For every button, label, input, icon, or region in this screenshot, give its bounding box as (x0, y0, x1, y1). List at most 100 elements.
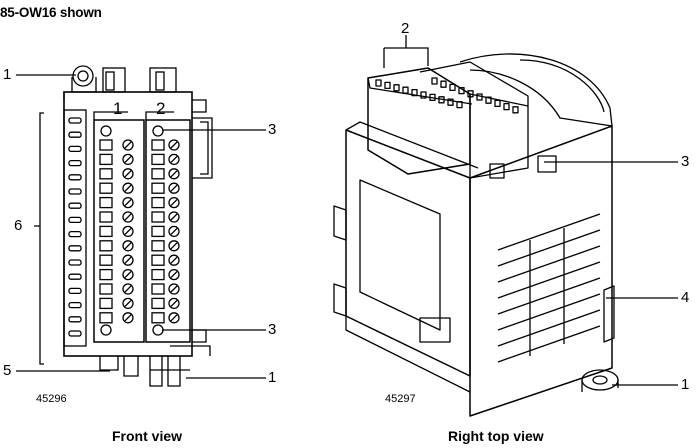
terminal-group-label-1: 1 (113, 99, 123, 118)
screw-slot (124, 271, 132, 279)
terminal-clamp (99, 254, 113, 266)
front-callout-1-bottom: 1 (268, 369, 277, 386)
terminal-screw (122, 182, 134, 194)
right-figure-number: 45297 (385, 393, 416, 405)
screw-slot (124, 314, 132, 322)
terminal-clamp (99, 211, 113, 223)
screw-slot (170, 242, 178, 250)
terminal-screw (168, 211, 180, 223)
terminal-screw (168, 268, 180, 281)
terminal-tooth (384, 81, 391, 90)
terminal-tooth (456, 100, 463, 109)
terminal-clamp (151, 240, 165, 252)
terminal-tooth (375, 79, 382, 87)
terminal-tooth (411, 88, 418, 97)
terminal-tooth (458, 86, 465, 95)
terminal-screw (168, 196, 180, 209)
screw-slot (124, 256, 132, 264)
terminal-screw (168, 254, 180, 266)
rail-slot (68, 259, 82, 266)
terminal-clamp (151, 268, 165, 281)
right-callout-1: 1 (681, 376, 690, 393)
rail-slot (68, 216, 82, 224)
rail-slot (68, 273, 82, 280)
terminal-screw (122, 240, 134, 252)
screw-slot (170, 285, 178, 293)
terminal-clamp (151, 297, 165, 310)
screw-slot (170, 155, 178, 163)
terminal-clamp (99, 153, 113, 166)
terminal-screw (168, 168, 180, 180)
rail-slot (68, 145, 82, 153)
terminal-clamp (99, 225, 113, 238)
terminal-clamp (99, 297, 113, 310)
terminal-clamp (99, 182, 113, 194)
terminal-clamp (151, 225, 165, 238)
page-heading: 85-OW16 shown (0, 5, 102, 20)
terminal-screw (122, 196, 134, 209)
terminal-clamp (151, 139, 165, 151)
screw-slot (170, 314, 178, 322)
screw-slot (170, 271, 178, 279)
terminal-screw (122, 297, 134, 310)
screw-slot (124, 285, 132, 293)
terminal-clamp (99, 268, 113, 281)
rail-slot (68, 117, 82, 124)
front-callout-5: 5 (3, 362, 12, 379)
rail-slot (68, 330, 82, 337)
screw-slot (124, 170, 132, 178)
terminal-tooth (420, 91, 427, 99)
screw-slot (124, 299, 132, 307)
terminal-screw (122, 268, 134, 281)
rail-slot (68, 202, 82, 209)
terminal-tooth (431, 77, 438, 85)
front-view-drawing (63, 65, 213, 387)
terminal-clamp (151, 312, 165, 324)
terminal-clamp (151, 182, 165, 194)
screw-slot (124, 184, 132, 192)
front-callout-6: 6 (14, 217, 23, 234)
terminal-tooth (512, 106, 519, 114)
corner-screw (152, 125, 164, 137)
front-callout-1-top: 1 (3, 66, 12, 83)
corner-screw (100, 125, 112, 137)
front-view-caption: Front view (112, 428, 183, 444)
right-callout-4: 4 (681, 289, 690, 306)
terminal-clamp (99, 240, 113, 252)
right-top-view-caption: Right top view (448, 428, 544, 444)
terminal-clamp (99, 139, 113, 151)
terminal-screw (168, 225, 180, 238)
front-callout-3-bottom: 3 (268, 321, 277, 338)
terminal-tooth (485, 96, 492, 104)
terminal-screw (122, 211, 134, 223)
screw-slot (124, 227, 132, 235)
terminal-screw (122, 153, 134, 166)
terminal-tooth (393, 84, 400, 92)
terminal-screw (168, 153, 180, 166)
terminal-clamp (99, 283, 113, 295)
terminal-clamp (99, 196, 113, 209)
front-figure-number: 45296 (36, 393, 67, 405)
terminal-tooth (503, 102, 510, 111)
terminal-clamp (99, 312, 113, 324)
screw-slot (170, 141, 178, 149)
corner-screw (152, 324, 164, 336)
terminal-screw (168, 240, 180, 252)
right-top-view-drawing (333, 53, 619, 417)
rail-slot (68, 174, 82, 181)
screw-slot (124, 155, 132, 163)
screw-slot (170, 184, 178, 192)
rail-slot (68, 316, 82, 323)
corner-screw (100, 324, 112, 336)
terminal-group-label-2: 2 (156, 99, 166, 118)
terminal-clamp (151, 196, 165, 209)
terminal-screw (122, 254, 134, 266)
terminal-clamp (151, 211, 165, 223)
terminal-screw (122, 139, 134, 151)
terminal-tooth (476, 93, 483, 101)
screw-slot (170, 213, 178, 221)
terminal-screw (168, 139, 180, 151)
terminal-clamp (99, 168, 113, 180)
